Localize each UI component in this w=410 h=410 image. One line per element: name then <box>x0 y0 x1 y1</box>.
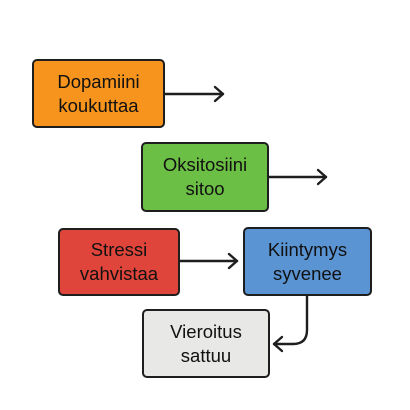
arrow-oxytocin-out <box>267 168 328 186</box>
arrow-stress-to-attachment <box>178 252 239 270</box>
node-oxytocin: Oksitosiini sitoo <box>141 142 269 212</box>
node-dopamine-label: Dopamiini koukuttaa <box>57 70 140 116</box>
node-withdrawal-label: Vieroitus sattuu <box>170 320 242 366</box>
node-dopamine: Dopamiini koukuttaa <box>32 59 165 128</box>
arrow-attachment-to-withdrawal <box>272 294 309 353</box>
node-stress: Stressi vahvistaa <box>58 228 180 296</box>
node-attachment-label: Kiintymys syvenee <box>267 238 348 284</box>
node-stress-label: Stressi vahvistaa <box>79 239 159 284</box>
arrow-dopamine-out <box>163 85 225 103</box>
node-withdrawal: Vieroitus sattuu <box>142 309 270 378</box>
node-oxytocin-label: Oksitosiini sitoo <box>162 154 248 199</box>
node-attachment: Kiintymys syvenee <box>243 227 372 296</box>
